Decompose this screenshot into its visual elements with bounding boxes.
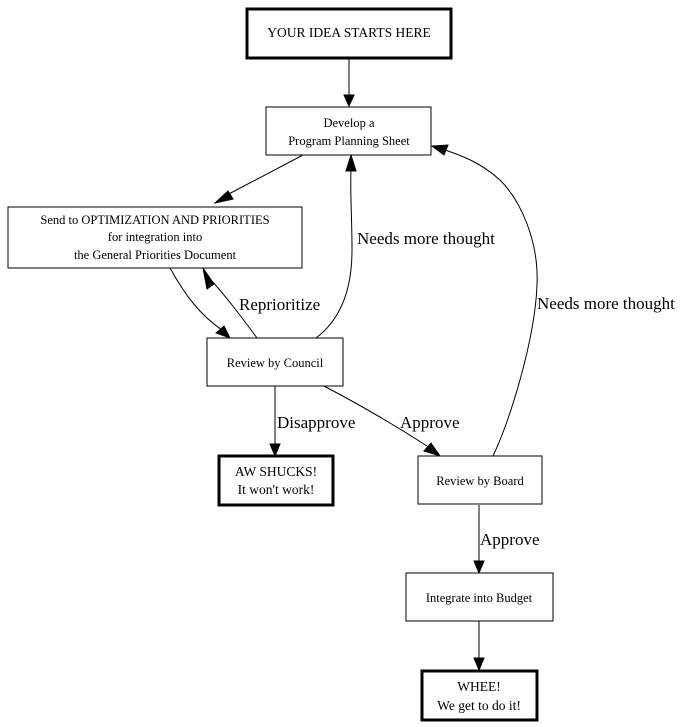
node-aw-shucks[interactable]: AW SHUCKS! It won't work!: [217, 454, 335, 507]
edge-label-approve-council: Approve: [400, 413, 459, 432]
arrowhead-icon: [473, 560, 485, 575]
node-label-line-2: Program Planning Sheet: [288, 134, 410, 148]
node-label-line-3: the General Priorities Document: [74, 248, 237, 262]
edge-start-to-develop: [343, 58, 355, 108]
edge-board-to-budget-approve: Approve: [473, 505, 539, 575]
node-whee[interactable]: WHEE! We get to do it!: [420, 669, 539, 722]
edge-council-to-shucks-disapprove: Disapprove: [269, 386, 355, 458]
node-label-line-2: for integration into: [108, 230, 202, 244]
arrowhead-icon: [202, 267, 215, 290]
node-review-by-board[interactable]: Review by Board: [417, 455, 543, 505]
node-label-line-1: Develop a: [323, 116, 374, 130]
edge-board-to-develop-needs-more-thought: Needs more thought: [430, 144, 675, 457]
node-develop-planning-sheet[interactable]: Develop a Program Planning Sheet: [265, 106, 432, 156]
edge-label-disapprove: Disapprove: [277, 413, 355, 432]
node-your-idea-starts-here[interactable]: YOUR IDEA STARTS HERE: [245, 7, 453, 60]
arrowhead-icon: [345, 153, 357, 172]
node-label: YOUR IDEA STARTS HERE: [267, 25, 431, 40]
node-label: Review by Board: [436, 474, 524, 488]
arrowhead-icon: [269, 443, 281, 458]
arrowhead-icon: [423, 442, 442, 457]
node-review-by-council[interactable]: Review by Council: [206, 337, 344, 387]
edge-council-to-board-approve: Approve: [323, 385, 459, 457]
node-label: Review by Council: [227, 356, 324, 370]
node-label-line-2: It won't work!: [238, 482, 315, 497]
arrowhead-icon: [215, 325, 232, 339]
arrowhead-icon: [343, 94, 355, 108]
edge-label-reprioritize: Reprioritize: [239, 295, 320, 314]
node-label: Integrate into Budget: [426, 591, 533, 605]
edge-label-needs-more-thought-council: Needs more thought: [357, 229, 495, 248]
edge-label-needs-more-thought-board: Needs more thought: [537, 294, 675, 313]
edge-council-to-send-reprioritize: Reprioritize: [202, 267, 320, 339]
node-label-line-1: WHEE!: [457, 679, 500, 694]
arrowhead-icon: [473, 657, 485, 672]
arrowhead-icon: [430, 144, 449, 156]
node-label-line-2: We get to do it!: [437, 698, 521, 713]
node-integrate-into-budget[interactable]: Integrate into Budget: [405, 572, 554, 622]
node-label-line-1: Send to OPTIMIZATION AND PRIORITIES: [40, 213, 269, 227]
node-send-to-optimization[interactable]: Send to OPTIMIZATION AND PRIORITIES for …: [7, 206, 303, 269]
edge-council-to-develop-needs-more-thought: Needs more thought: [315, 153, 495, 339]
edge-send-to-council: [169, 267, 232, 339]
node-label-line-1: AW SHUCKS!: [235, 464, 317, 479]
edge-label-approve-board: Approve: [480, 530, 539, 549]
edge-budget-to-whee: [473, 621, 485, 672]
arrowhead-icon: [213, 190, 234, 204]
edge-develop-to-send: [213, 154, 304, 204]
